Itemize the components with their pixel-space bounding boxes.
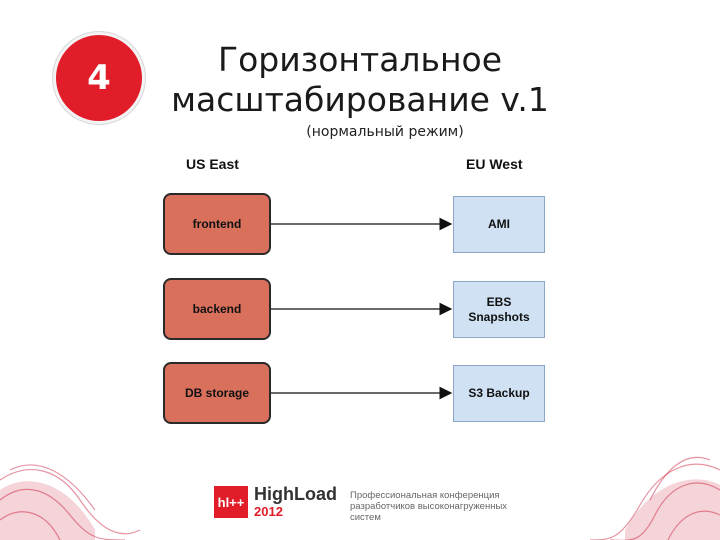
logo-name: HighLoad xyxy=(254,484,337,504)
source-box-frontend: frontend xyxy=(163,193,271,255)
right-column-header: EU West xyxy=(466,156,523,172)
target-box-s3-backup: S3 Backup xyxy=(453,365,545,422)
title-line-2: масштабирование v.1 xyxy=(171,80,549,119)
slide-subtitle: (нормальный режим) xyxy=(306,124,464,140)
source-box-backend: backend xyxy=(163,278,271,340)
slide-title: Горизонтальное масштабирование v.1 xyxy=(150,40,570,120)
target-box-ebs-snapshots: EBS Snapshots xyxy=(453,281,545,338)
left-column-header: US East xyxy=(186,156,239,172)
logo-year: 2012 xyxy=(254,504,283,519)
slide-number: 4 xyxy=(87,58,111,98)
logo-mark: hl++ xyxy=(214,486,248,518)
slide-number-badge: 4 xyxy=(53,32,145,124)
source-box-db-storage: DB storage xyxy=(163,362,271,424)
footer-text: Профессиональная конференция разработчик… xyxy=(350,490,508,523)
title-line-1: Горизонтальное xyxy=(217,40,503,79)
target-box-ami: AMI xyxy=(453,196,545,253)
